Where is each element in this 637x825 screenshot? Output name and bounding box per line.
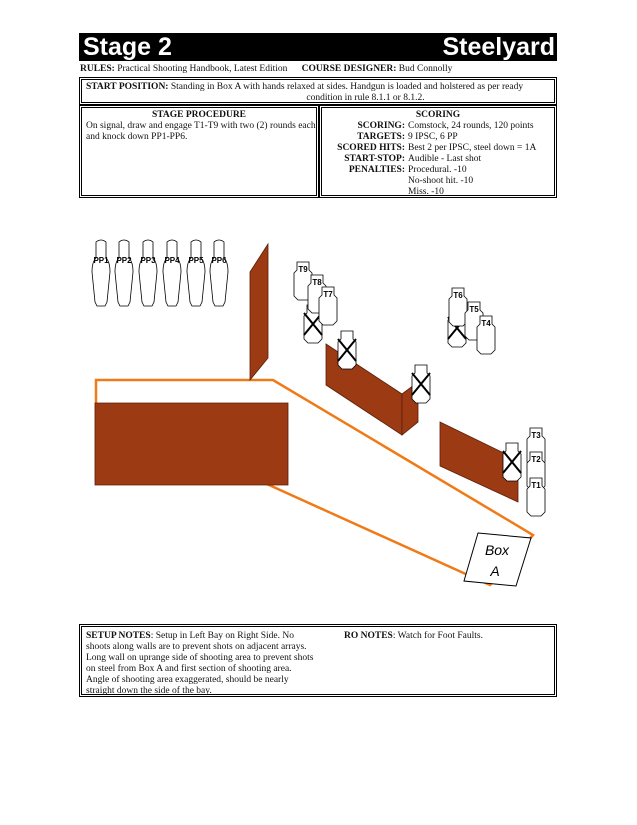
scoring-box: SCORING SCORING:Comstock, 24 rounds, 120… xyxy=(319,105,557,198)
popper-pp3: PP3 xyxy=(138,239,158,307)
designer-label: COURSE DESIGNER: xyxy=(301,64,397,74)
scoring-row-value: No-shoot hit. -10 xyxy=(408,176,474,186)
target-t5: T5 xyxy=(464,301,484,341)
scoring-row-value: Miss. -10 xyxy=(408,187,444,197)
popper-pp5: PP5 xyxy=(186,239,206,307)
target-label: T9 xyxy=(298,265,308,274)
target-label: T4 xyxy=(481,319,491,328)
scoring-row-label: SCORING: xyxy=(357,121,405,131)
rules-value: Practical Shooting Handbook, Latest Edit… xyxy=(117,64,288,74)
box-label-1: Box xyxy=(485,542,510,558)
center-wall-left xyxy=(325,343,403,436)
no-shoot-target xyxy=(337,330,357,370)
stage-number: Stage 2 xyxy=(83,33,172,61)
popper-pp1: PP1 xyxy=(91,239,111,307)
stage-procedure-box: STAGE PROCEDURE On signal, draw and enga… xyxy=(79,105,319,198)
stage-procedure-text: On signal, draw and engage T1-T9 with tw… xyxy=(86,121,316,142)
stage-name: Steelyard xyxy=(442,33,555,61)
target-t9: T9 xyxy=(293,261,313,301)
ro-notes: RO NOTES: Watch for Foot Faults. xyxy=(344,631,554,642)
popper-array: PP1 PP2 PP3 PP4 PP5 PP6 xyxy=(91,239,229,307)
right-wall xyxy=(439,421,519,503)
downrange-wall xyxy=(249,242,269,382)
scoring-row-label: TARGETS: xyxy=(357,132,405,142)
stage-procedure-heading: STAGE PROCEDURE xyxy=(151,110,247,120)
scoring-row-value: 9 IPSC, 6 PP xyxy=(408,132,458,142)
popper-label: PP2 xyxy=(116,256,132,265)
start-position-line2: condition in rule 8.1.1 or 8.1.2. xyxy=(306,93,425,103)
target-label: T5 xyxy=(469,305,479,314)
scoring-row-label: PENALTIES: xyxy=(348,165,405,175)
target-t7: T7 xyxy=(318,286,338,326)
box-label-2: A xyxy=(489,563,499,579)
target-t2: T2 xyxy=(526,451,546,491)
scoring-row-label: SCORED HITS: xyxy=(337,143,405,153)
scoring-heading: SCORING xyxy=(415,110,461,120)
setup-notes-text: : Setup in Left Bay on Right Side. No sh… xyxy=(86,631,314,696)
scoring-row-value: Comstock, 24 rounds, 120 points xyxy=(408,121,534,131)
designer-value: Bud Connolly xyxy=(398,64,453,74)
popper-label: PP4 xyxy=(164,256,180,265)
target-label: T2 xyxy=(531,455,541,464)
popper-pp6: PP6 xyxy=(209,239,229,307)
start-position-box: START POSITION: Standing in Box A with h… xyxy=(79,77,557,105)
scoring-row-value: Best 2 per IPSC, steel down = 1A xyxy=(408,143,537,153)
target-label: T8 xyxy=(312,278,322,287)
scoring-row-label: START-STOP: xyxy=(344,154,405,164)
target-label: T7 xyxy=(323,290,333,299)
popper-label: PP6 xyxy=(211,256,227,265)
rules-line: RULES: Practical Shooting Handbook, Late… xyxy=(80,63,452,75)
title-bar xyxy=(79,33,557,61)
no-shoot-target xyxy=(502,442,522,482)
target-label: T6 xyxy=(453,291,463,300)
scoring-row-value: Audible - Last shot xyxy=(408,154,482,164)
target-t4: T4 xyxy=(476,315,496,355)
target-label: T3 xyxy=(531,431,541,440)
target-label: T1 xyxy=(531,481,541,490)
popper-label: PP3 xyxy=(140,256,156,265)
target-t1: T1 xyxy=(526,477,546,517)
long-wall xyxy=(94,402,289,486)
setup-notes-label: SETUP NOTES xyxy=(86,631,151,641)
box-a: Box A xyxy=(463,532,532,587)
target-t8: T8 xyxy=(307,274,327,314)
popper-pp4: PP4 xyxy=(162,239,182,307)
start-position-label: START POSITION: xyxy=(86,82,169,92)
rules-label: RULES: xyxy=(80,64,115,74)
popper-pp2: PP2 xyxy=(114,239,134,307)
ro-notes-text: : Watch for Foot Faults. xyxy=(392,631,483,641)
no-shoot-target xyxy=(411,364,431,404)
popper-label: PP5 xyxy=(188,256,204,265)
start-position-line1: Standing in Box A with hands relaxed at … xyxy=(170,82,524,92)
notes-box: SETUP NOTES: Setup in Left Bay on Right … xyxy=(79,624,557,697)
ro-notes-label: RO NOTES xyxy=(344,631,393,641)
target-t6: T6 xyxy=(448,287,468,327)
setup-notes: SETUP NOTES: Setup in Left Bay on Right … xyxy=(86,631,316,697)
scoring-row-value: Procedural. -10 xyxy=(408,165,467,175)
target-t3: T3 xyxy=(526,427,546,467)
popper-label: PP1 xyxy=(93,256,109,265)
